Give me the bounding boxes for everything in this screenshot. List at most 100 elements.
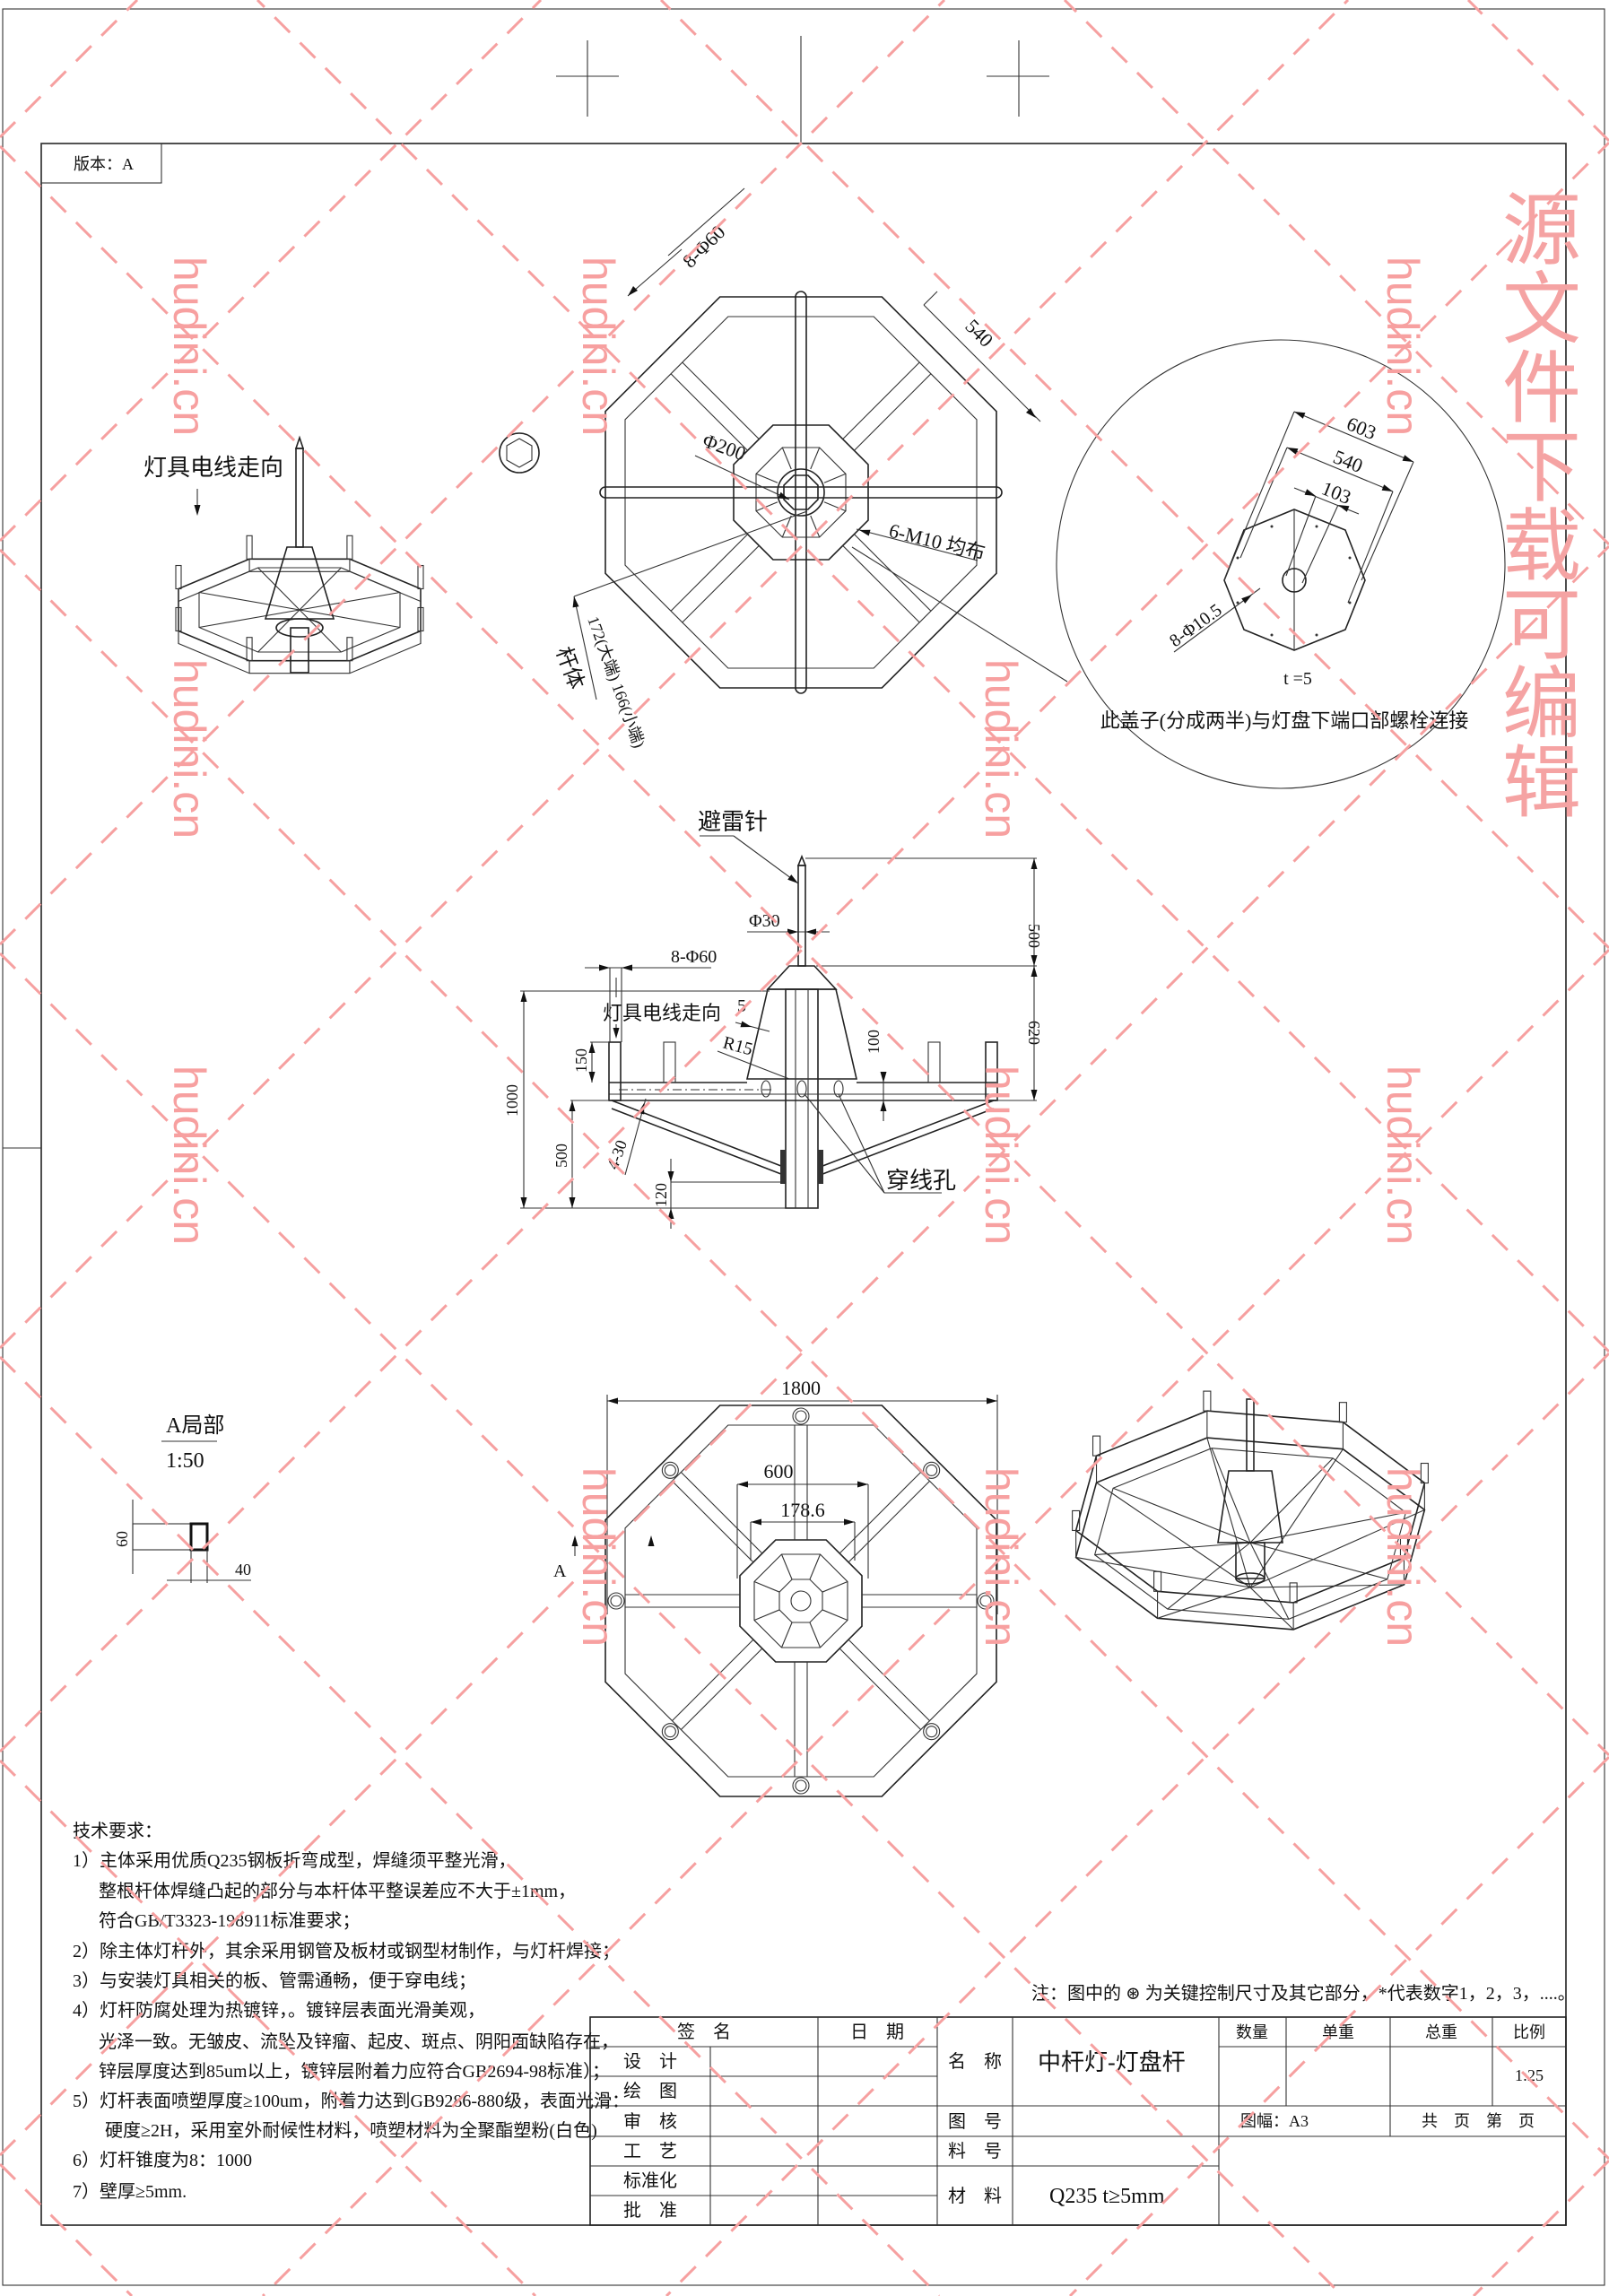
outer-ring	[604, 1405, 997, 1797]
hub-base	[275, 618, 324, 638]
watermark-line	[0, 952, 1344, 2296]
dim-line	[1293, 487, 1360, 515]
arrowhead	[607, 1397, 618, 1405]
watermark-line	[256, 0, 1609, 1353]
bolt-hole-inner	[664, 1726, 676, 1738]
dim-line	[1293, 411, 1414, 463]
sheet-size: 图幅：A3	[1240, 2112, 1309, 2130]
quantity-header: 数量	[1236, 2023, 1268, 2041]
bolt-hole	[923, 1461, 941, 1479]
tube-section	[189, 1522, 209, 1552]
support-strut	[817, 1108, 995, 1177]
tech-line: 符合GB/T3323-198911标准要求；	[99, 1910, 360, 1931]
tech-line: 4）灯杆防腐处理为热镀锌，。镀锌层表面光滑美观，	[73, 2000, 485, 2021]
dim-120-label: 120	[652, 1183, 670, 1207]
outline	[1239, 447, 1288, 559]
bolt-hole-inner	[926, 1464, 938, 1476]
hub-facet	[755, 501, 778, 512]
pole-section	[783, 474, 819, 510]
arrowhead	[737, 1481, 748, 1488]
pole-stub	[290, 627, 309, 674]
watermark-text: hudini.cn	[164, 1065, 214, 1245]
watermark-banner: 源文件下载可编辑	[1490, 188, 1582, 820]
hub-facet	[822, 1609, 848, 1622]
lamp-post	[346, 637, 353, 662]
bolt-hole	[1236, 601, 1239, 604]
tech-line: 3）与安装灯具相关的板、管需通畅，便于穿电线；	[73, 1970, 476, 1991]
row-review: 审 核	[623, 2111, 677, 2132]
tech-line: 1）主体采用优质Q235钢板折弯成型，焊缝须平整光滑，	[73, 1850, 516, 1871]
bolt-hole	[792, 1777, 810, 1795]
arrowhead	[844, 1518, 855, 1526]
wire-direction-label: 灯具电线走向	[144, 455, 283, 481]
arrowhead	[1031, 966, 1038, 977]
detail-a-title: A局部	[166, 1413, 224, 1438]
page-count: 共 页 第 页	[1422, 2112, 1535, 2130]
bolt-hole-inner	[926, 1726, 938, 1738]
wire-hole	[761, 1080, 771, 1098]
row-standardization: 标准化	[623, 2170, 677, 2191]
isometric-view-left: 灯具电线走向	[144, 435, 424, 674]
tech-line: 6）灯杆锥度为8：1000	[73, 2150, 252, 2170]
lamp-post	[246, 637, 253, 662]
title-block-grid	[590, 2017, 1566, 2225]
outline	[1361, 461, 1414, 581]
lamp-post	[346, 535, 353, 560]
arrowhead	[880, 1100, 887, 1111]
inner-ring	[624, 316, 978, 669]
outline	[1347, 491, 1394, 604]
tech-line: 2）除主体灯杆外，其余采用钢管及板材或钢型材制作，与灯杆焊接；	[73, 1941, 620, 1961]
lightning-rod	[1246, 1398, 1255, 1472]
strut	[1075, 1556, 1251, 1588]
arrowhead	[588, 1042, 596, 1053]
strut	[1096, 1482, 1251, 1588]
watermark-text: hudini.cn	[1378, 1065, 1428, 1245]
arrowhead	[787, 874, 798, 883]
elevation-view: 避雷针 Φ30 8-Φ60 灯具电线走向 5 R15 150 100 500 6…	[503, 809, 1043, 1229]
bolt-hole-inner	[664, 1464, 676, 1476]
leader-line	[733, 835, 799, 884]
radial-member	[672, 1480, 754, 1563]
wire-direction-label: 灯具电线走向	[603, 1002, 721, 1024]
nut-icon	[499, 432, 540, 474]
slot-edge	[1285, 495, 1317, 577]
diagonal-member	[682, 361, 760, 439]
arrowhead	[569, 1197, 576, 1208]
hub-facet	[781, 447, 792, 470]
wire-hole	[796, 1080, 807, 1098]
bolt-hole-inner	[795, 1410, 807, 1422]
lamp-post	[175, 606, 182, 632]
arrowhead	[787, 928, 798, 935]
spoke	[1249, 1511, 1406, 1544]
strut	[1249, 1509, 1425, 1588]
outline	[1223, 411, 1295, 581]
spoke	[198, 609, 300, 629]
pole-end	[1235, 1572, 1265, 1585]
leader-line	[573, 510, 808, 597]
crosshair-mark	[556, 40, 1049, 117]
dim-line	[573, 596, 597, 700]
watermark-text: hudini.cn	[976, 659, 1026, 839]
watermark-text: hudini.cn	[164, 659, 214, 839]
cover-caption: 此盖子(分成两半)与灯盘下端口部螺栓连接	[1100, 709, 1469, 732]
arrowhead	[667, 1171, 674, 1182]
arrowhead	[599, 964, 610, 971]
bolt-hole	[1270, 525, 1274, 528]
arrowhead	[571, 1535, 578, 1546]
tech-line: 锌层厚度达到85um以上，镀锌层附着力应符合GB2694-98标准）；	[99, 2061, 610, 2082]
arrowhead	[194, 505, 201, 516]
tech-line: 7）壁厚≥5mm.	[73, 2181, 187, 2202]
arrowhead	[628, 286, 638, 296]
lamp-post	[927, 1041, 941, 1083]
watermark-line	[1063, 0, 1609, 546]
hub-facet	[823, 501, 847, 512]
arrowhead	[622, 964, 632, 971]
diagonal-member	[682, 545, 760, 623]
hub-outer	[733, 424, 869, 561]
strut	[1206, 1437, 1251, 1588]
dim-line	[923, 291, 938, 306]
watermark-text: hudini.cn	[976, 1065, 1026, 1245]
diagonal-member	[854, 373, 932, 451]
